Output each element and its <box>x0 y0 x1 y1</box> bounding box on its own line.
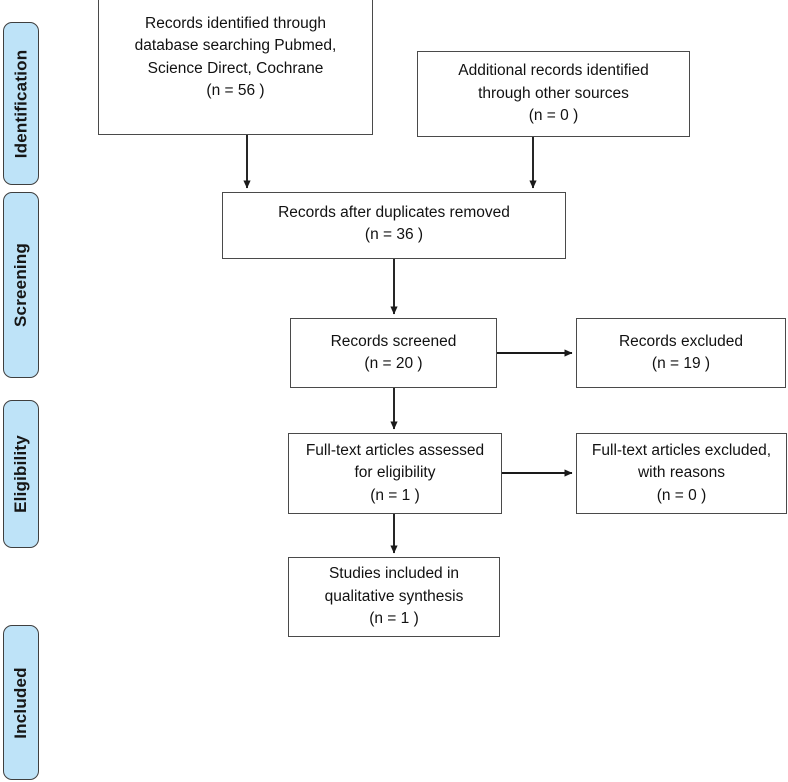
box-studies-included-count: (n = 1 ) <box>369 610 419 628</box>
box-records-identified-count: (n = 56 ) <box>206 82 265 100</box>
box-records-after-duplicates-line-1: Records after duplicates removed <box>278 204 510 221</box>
box-fulltext-assessed-line-1: Full-text articles assessed <box>305 441 485 459</box>
box-additional-records-count: (n = 0 ) <box>528 107 579 125</box>
box-records-excluded-line-1: Records excluded <box>618 333 744 350</box>
stage-tab-identification[interactable]: Identification <box>3 22 39 185</box>
box-records-screened-count: (n = 20 ) <box>364 355 423 373</box>
box-fulltext-assessed: Full-text articles assessed for eligibil… <box>288 433 502 514</box>
stage-tab-identification-label: Identification <box>11 49 31 158</box>
stage-tab-included[interactable]: Included <box>3 625 39 780</box>
box-fulltext-excluded-count: (n = 0 ) <box>656 486 707 504</box>
box-additional-records-line-2: through other sources <box>478 84 629 102</box>
box-fulltext-excluded: Full-text articles excluded, with reason… <box>576 433 787 514</box>
box-records-after-duplicates: Records after duplicates removed (n = 36… <box>222 192 566 259</box>
stage-tab-screening-label: Screening <box>11 243 30 327</box>
box-studies-included-line-1: Studies included in <box>328 565 460 583</box>
stage-tab-eligibility-label: Eligibility <box>11 435 31 513</box>
box-records-after-duplicates-count: (n = 36 ) <box>364 226 424 244</box>
box-records-screened-line-1: Records screened <box>330 333 457 350</box>
box-fulltext-assessed-line-2: for eligibility <box>354 464 436 482</box>
box-fulltext-assessed-count: (n = 1 ) <box>370 486 420 504</box>
box-records-identified-line-3: Science Direct, Cochrane <box>147 59 324 77</box>
box-additional-records-line-1: Additional records identified <box>458 62 649 80</box>
box-studies-included: Studies included in qualitative synthesi… <box>288 557 500 637</box>
stage-tab-included-label: Included <box>11 666 30 739</box>
box-records-excluded: Records excluded (n = 19 ) <box>576 318 786 388</box>
box-records-identified-line-1: Records identified through <box>145 15 326 32</box>
stage-tab-eligibility[interactable]: Eligibility <box>3 400 39 548</box>
box-records-identified-line-2: database searching Pubmed, <box>134 37 337 55</box>
box-records-identified: Records identified through database sear… <box>98 0 373 135</box>
box-records-excluded-count: (n = 19 ) <box>651 355 711 373</box>
box-studies-included-line-2: qualitative synthesis <box>324 587 464 605</box>
stage-tab-screening[interactable]: Screening <box>3 192 39 378</box>
box-fulltext-excluded-line-1: Full-text articles excluded, <box>591 441 772 459</box>
box-additional-records: Additional records identified through ot… <box>417 51 690 137</box>
box-records-screened: Records screened (n = 20 ) <box>290 318 497 388</box>
box-fulltext-excluded-line-2: with reasons <box>637 464 725 482</box>
